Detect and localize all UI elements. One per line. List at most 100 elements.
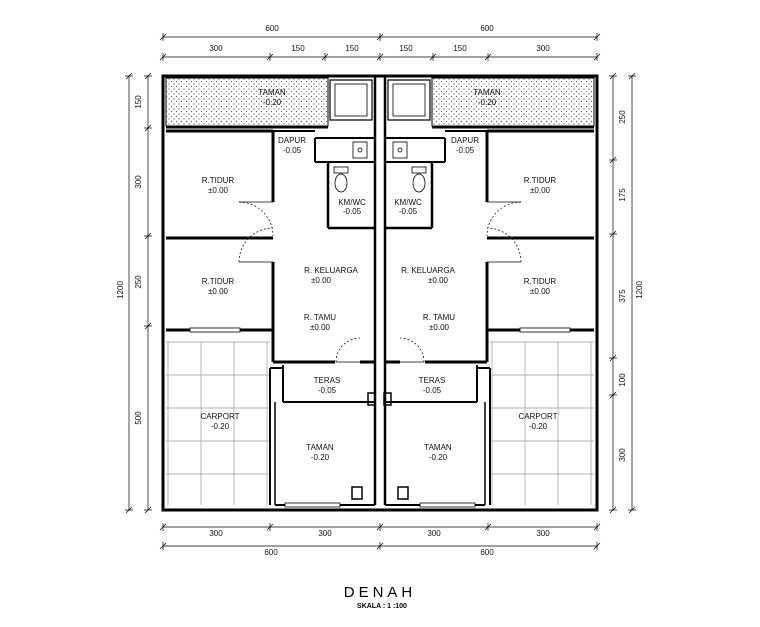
dimension-slash bbox=[144, 72, 152, 80]
carport-tile-grid bbox=[166, 341, 594, 505]
dimension-slash bbox=[609, 506, 617, 514]
dim-top-left-1: 300 bbox=[209, 44, 223, 53]
room-name-dapur: DAPUR bbox=[278, 136, 306, 145]
room-name-tidur-2: R.TIDUR bbox=[202, 277, 235, 286]
room-level-kmwc: -0.05 bbox=[343, 207, 362, 216]
dimension-slash bbox=[484, 53, 492, 61]
dim-right-4: 100 bbox=[618, 373, 627, 387]
room-level-tamu: ±0.00 bbox=[429, 323, 450, 332]
dim-right-total: 1200 bbox=[635, 281, 644, 299]
door-arc bbox=[486, 227, 522, 263]
room-name-kmwc: KM/WC bbox=[394, 198, 422, 207]
dimension-labels: 600 600 300 150 150 150 150 300 300 300 … bbox=[116, 24, 644, 557]
door-arc bbox=[399, 337, 425, 363]
room-level-carport: -0.20 bbox=[211, 422, 230, 431]
room-name-teras: TERAS bbox=[419, 376, 446, 385]
toilet-bowl bbox=[334, 173, 348, 193]
room-name-teras: TERAS bbox=[314, 376, 341, 385]
room-level-teras: -0.05 bbox=[423, 386, 442, 395]
room-name-dapur: DAPUR bbox=[451, 136, 479, 145]
door-arc bbox=[238, 201, 274, 237]
room-level-taman-front: -0.20 bbox=[429, 453, 448, 462]
room-level-tidur-1: ±0.00 bbox=[208, 186, 229, 195]
toilet-bowl bbox=[412, 173, 426, 193]
room-level-keluarga: ±0.00 bbox=[311, 276, 332, 285]
dimension-slash bbox=[609, 156, 617, 164]
dim-top-right-1: 150 bbox=[399, 44, 413, 53]
dimension-slash bbox=[144, 232, 152, 240]
room-level-taman-front: -0.20 bbox=[311, 453, 330, 462]
room-name-tamu: R. TAMU bbox=[304, 313, 336, 322]
room-name-taman-top: TAMAN bbox=[258, 88, 286, 97]
room-name-taman-front: TAMAN bbox=[424, 443, 452, 452]
dimension-slash bbox=[144, 124, 152, 132]
dimension-slash bbox=[628, 506, 636, 514]
room-level-kmwc: -0.05 bbox=[399, 207, 418, 216]
door-arc bbox=[335, 337, 361, 363]
dim-bottom-total-right: 600 bbox=[480, 548, 494, 557]
water-tank bbox=[387, 79, 431, 121]
room-name-taman-top: TAMAN bbox=[473, 88, 501, 97]
dimension-slash bbox=[144, 322, 152, 330]
dimension-slash bbox=[376, 523, 384, 531]
window bbox=[189, 327, 241, 333]
window bbox=[284, 502, 341, 508]
dim-top-left-3: 150 bbox=[345, 44, 359, 53]
toilet-tank bbox=[411, 166, 427, 174]
dimension-slash bbox=[593, 542, 601, 550]
dim-left-3: 250 bbox=[134, 275, 143, 289]
dimension-slash bbox=[266, 523, 274, 531]
door-swings bbox=[238, 201, 522, 363]
water-tank-inner bbox=[392, 83, 426, 117]
dim-bottom-total-left: 600 bbox=[264, 548, 278, 557]
room-name-kmwc: KM/WC bbox=[338, 198, 366, 207]
room-name-taman-front: TAMAN bbox=[306, 443, 334, 452]
toilet-tank bbox=[333, 166, 349, 174]
dimension-slash bbox=[484, 523, 492, 531]
window bbox=[519, 327, 571, 333]
room-name-tamu: R. TAMU bbox=[423, 313, 455, 322]
dim-right-3: 375 bbox=[618, 289, 627, 303]
dim-top-right-2: 150 bbox=[453, 44, 467, 53]
room-level-dapur: -0.05 bbox=[456, 146, 475, 155]
gate-pier bbox=[397, 486, 409, 500]
dim-left-1: 150 bbox=[134, 95, 143, 109]
walls bbox=[161, 74, 599, 512]
room-labels-right-unit: TAMAN -0.20 DAPUR -0.05 R.TIDUR ±0.00 KM… bbox=[394, 88, 557, 462]
dimension-slash bbox=[593, 33, 601, 41]
sink bbox=[392, 141, 408, 159]
room-name-tidur-1: R.TIDUR bbox=[202, 176, 235, 185]
dim-bottom-right-1: 300 bbox=[427, 529, 441, 538]
dimension-slash bbox=[266, 53, 274, 61]
dimension-slash bbox=[125, 506, 133, 514]
dim-left-total: 1200 bbox=[116, 281, 125, 299]
door-arc bbox=[486, 201, 522, 237]
dimension-slash bbox=[628, 72, 636, 80]
fixtures bbox=[329, 79, 431, 193]
water-tank bbox=[329, 79, 373, 121]
dimension-slash bbox=[159, 523, 167, 531]
room-level-taman-top: -0.20 bbox=[478, 98, 497, 107]
dim-right-5: 300 bbox=[618, 448, 627, 462]
garden-hatch bbox=[165, 77, 595, 127]
dimension-slash bbox=[376, 53, 384, 61]
dim-right-2: 175 bbox=[618, 188, 627, 202]
dim-top-right-3: 300 bbox=[536, 44, 550, 53]
room-level-tamu: ±0.00 bbox=[310, 323, 331, 332]
dimension-slash bbox=[609, 230, 617, 238]
dimension-slash bbox=[125, 72, 133, 80]
room-level-carport: -0.20 bbox=[529, 422, 548, 431]
column bbox=[367, 392, 376, 406]
dimension-slash bbox=[159, 53, 167, 61]
dim-bottom-right-2: 300 bbox=[536, 529, 550, 538]
dimension-slash bbox=[376, 33, 384, 41]
dimension-slash bbox=[609, 391, 617, 399]
window bbox=[419, 502, 476, 508]
dim-left-4: 500 bbox=[134, 411, 143, 425]
dimension-slash bbox=[144, 506, 152, 514]
room-name-carport: CARPORT bbox=[519, 412, 558, 421]
column bbox=[383, 392, 392, 406]
room-name-keluarga: R. KELUARGA bbox=[304, 266, 358, 275]
dimension-slash bbox=[159, 542, 167, 550]
